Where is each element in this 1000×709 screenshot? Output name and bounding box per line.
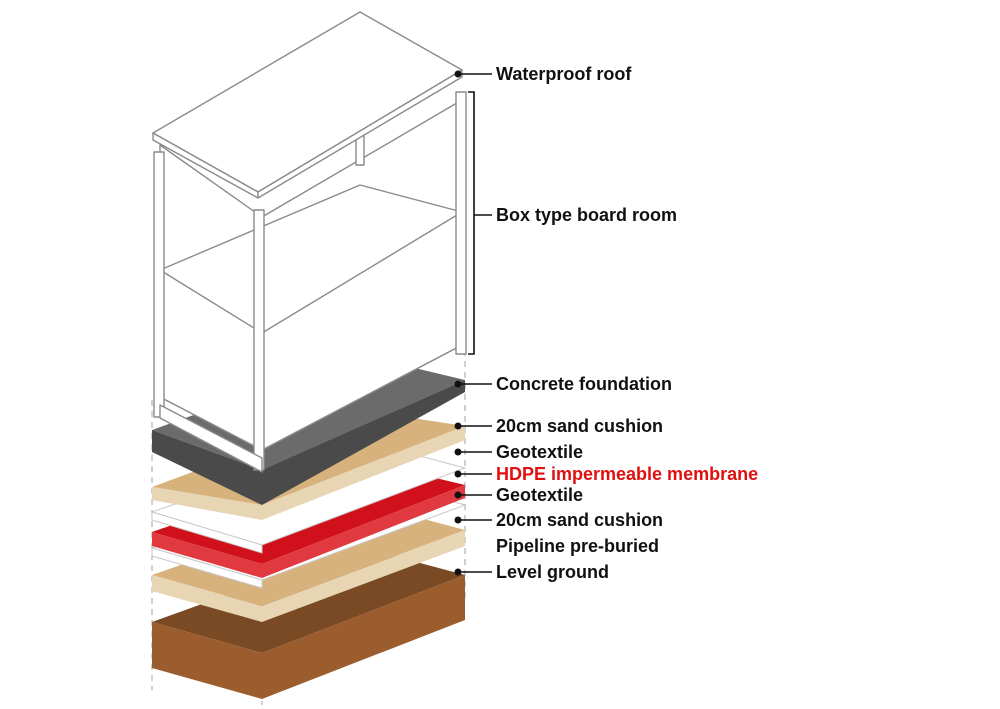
box-room-bracket [468, 91, 475, 355]
concrete-right [262, 380, 465, 505]
room-post-right [455, 91, 467, 355]
hdpe-right [262, 485, 465, 578]
label-sand-cushion-upper: 20cm sand cushion [496, 416, 663, 436]
label-geotextile-upper: Geotextile [496, 442, 583, 462]
dot-waterproof-roof [454, 70, 462, 78]
label-box-type-board-room: Box type board room [496, 205, 677, 225]
room-post-front [253, 209, 265, 471]
lower-sand-front [152, 575, 262, 622]
label-sand-cushion-lower: 20cm sand cushion [496, 510, 663, 530]
roof-right [257, 69, 463, 199]
leader-dots [454, 70, 462, 576]
label-hdpe-membrane: HDPE impermeable membrane [496, 464, 758, 484]
dot-hdpe [454, 470, 462, 478]
upper-sand-right [262, 426, 465, 520]
label-geotextile-lower: Geotextile [496, 485, 583, 505]
label-pipeline-pre-buried: Pipeline pre-buried [496, 536, 659, 556]
level-ground-right [262, 575, 465, 699]
lower-geotextile-front [151, 547, 263, 589]
labels: Waterproof roof Box type board room Conc… [496, 64, 758, 582]
room-bottom-rail [159, 404, 263, 473]
level-ground-front [152, 622, 262, 699]
label-level-ground: Level ground [496, 562, 609, 582]
concrete-front [152, 430, 262, 505]
dot-geotextile-upper [454, 448, 462, 456]
waterproof-roof-panel [152, 11, 463, 199]
dot-sand-lower [454, 516, 462, 524]
box-room-frame [153, 91, 467, 473]
lower-sand-right [262, 530, 465, 622]
dot-concrete [454, 380, 462, 388]
upper-geotextile-front [151, 511, 263, 554]
dot-geotextile-lower [454, 491, 462, 499]
label-waterproof-roof: Waterproof roof [496, 64, 632, 84]
room-post-left [153, 151, 165, 418]
hdpe-front [152, 532, 262, 578]
dot-sand-upper [454, 422, 462, 430]
leader-lines [458, 73, 492, 573]
dot-level-ground [454, 568, 462, 576]
upper-sand-front [152, 487, 262, 520]
label-concrete-foundation: Concrete foundation [496, 374, 672, 394]
